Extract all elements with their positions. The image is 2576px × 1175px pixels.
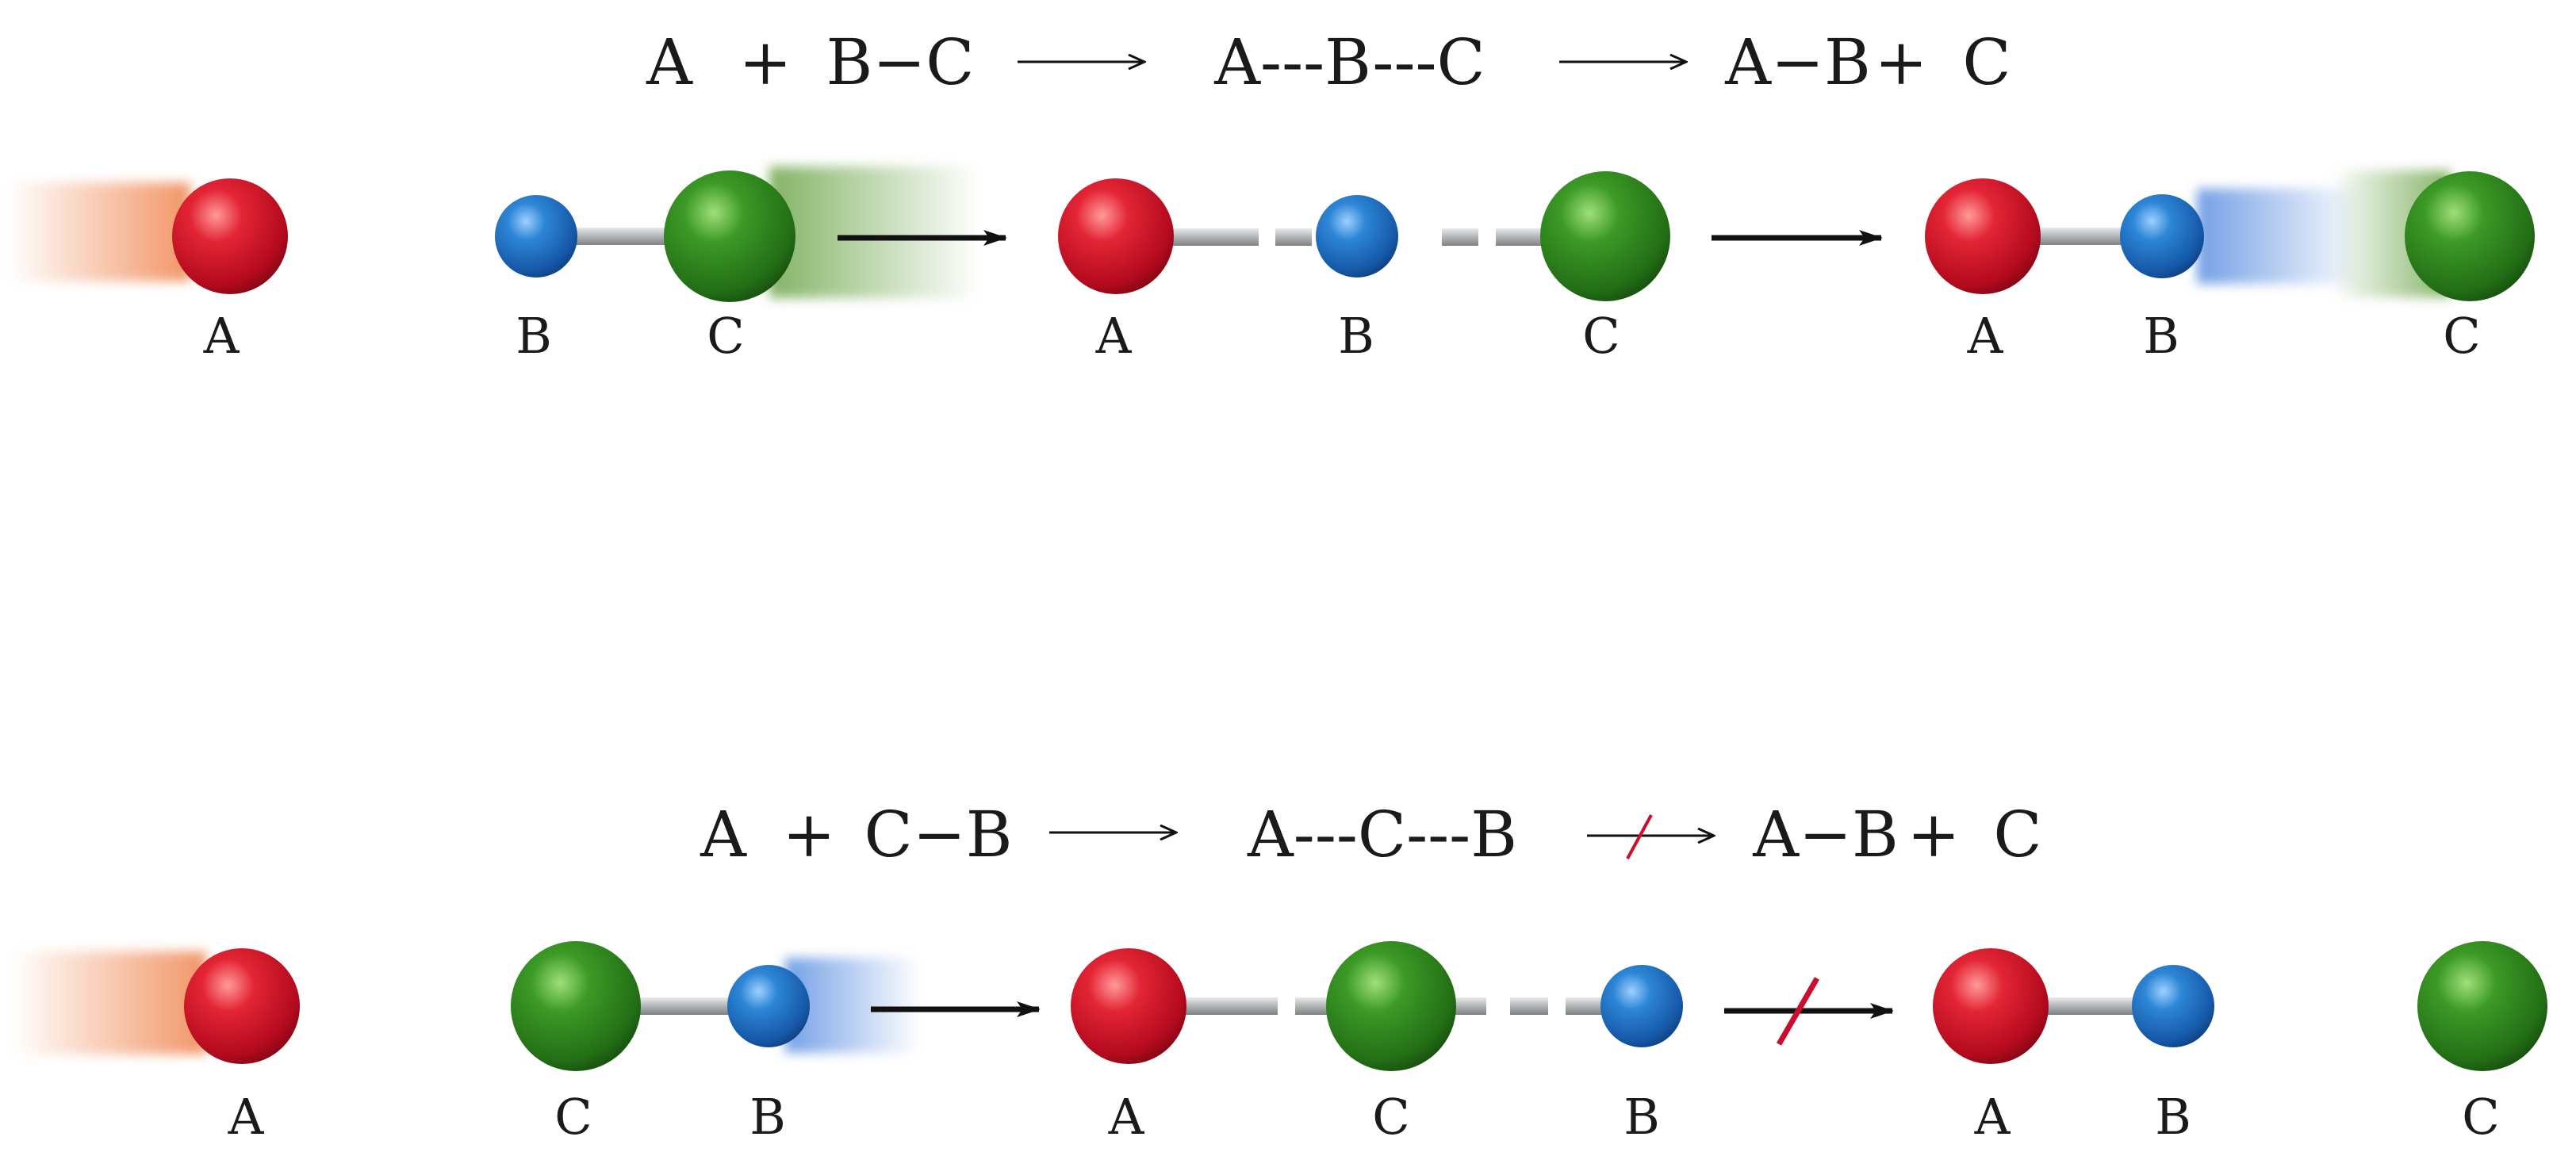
bottom-label-reactant-b: B — [749, 1088, 786, 1146]
top-eq-reactant-bc: B−C — [826, 25, 974, 99]
top-eq-plus-1: + — [738, 25, 792, 99]
bottom-label-product-b: B — [2155, 1088, 2191, 1146]
atom-a-sphere — [1071, 948, 1186, 1064]
bottom-eq-transition-state: A---C---B — [1247, 798, 1517, 871]
top-label-ts-a: A — [1095, 307, 1133, 365]
bottom-eq-product-c: C — [1993, 798, 2041, 871]
bottom-product-molecule-ab — [1933, 948, 2214, 1064]
top-eq-plus-2: + — [1874, 25, 1927, 99]
strike-mark — [1776, 977, 1820, 1046]
top-eq-transition-state: A---B---C — [1213, 25, 1485, 99]
atom-b-sphere — [2120, 194, 2204, 278]
atom-a-sphere — [1933, 948, 2049, 1064]
bottom-atom-labels: A C B A C B A B C — [228, 1088, 2500, 1146]
bottom-product-atom-c — [2417, 941, 2547, 1071]
top-eq-product-c: C — [1962, 25, 2011, 99]
motion-trail — [8, 182, 190, 281]
partial-bond-segment — [1221, 228, 1259, 246]
top-equation: A + B−C A---B---C A−B + C — [646, 25, 2011, 99]
top-label-product-a: A — [1967, 307, 2004, 365]
partial-bond-segment — [1295, 997, 1333, 1015]
partial-bond-segment — [1275, 228, 1312, 246]
bottom-label-ts-c: C — [1372, 1088, 1409, 1146]
top-label-product-c: C — [2443, 307, 2480, 365]
atom-c-sphere — [664, 170, 795, 302]
atom-a-sphere — [184, 948, 300, 1064]
motion-trail — [12, 951, 206, 1054]
top-atom-labels: A B C A B C A B C — [203, 307, 2481, 365]
partial-bond-segment — [1566, 997, 1605, 1015]
top-reactant-molecule-bc — [495, 166, 979, 302]
bottom-label-ts-a: A — [1108, 1088, 1145, 1146]
bottom-label-product-a: A — [1974, 1088, 2011, 1146]
top-eq-product-ab: A−B — [1724, 25, 1871, 99]
top-label-product-b: B — [2143, 307, 2179, 365]
atom-c-sphere — [2405, 171, 2535, 301]
atom-a-sphere — [1058, 178, 1174, 294]
bottom-label-ts-b: B — [1623, 1088, 1660, 1146]
atom-a-sphere — [1925, 178, 2041, 294]
top-label-ts-b: B — [1338, 307, 1374, 365]
top-transition-state — [1058, 171, 1670, 301]
top-product-molecule-ab — [1925, 178, 2363, 294]
atom-c-sphere — [511, 941, 641, 1071]
bottom-blocked-arrow — [1724, 977, 1894, 1046]
atom-c-sphere — [1540, 171, 1670, 301]
bottom-eq-reactant-cb: C−B — [864, 798, 1012, 871]
atom-b-sphere — [727, 965, 810, 1047]
atom-b-sphere — [2132, 965, 2214, 1047]
bottom-equation: A + C−B A---C---B A−B + C — [700, 798, 2042, 871]
strike-mark — [1626, 814, 1653, 859]
partial-bond-segment — [1496, 228, 1532, 246]
top-label-ts-c: C — [1582, 307, 1620, 365]
motion-trail — [769, 166, 979, 298]
bottom-reactant-atom-a — [12, 948, 300, 1064]
partial-bond-segment — [1442, 228, 1478, 246]
top-reactant-atom-a — [8, 178, 288, 294]
top-label-reactant-c: C — [707, 307, 744, 365]
top-label-reactant-a: A — [203, 307, 240, 365]
partial-bond-segment — [1510, 997, 1548, 1015]
atom-b-sphere — [1600, 965, 1683, 1047]
bottom-label-reactant-a: A — [228, 1088, 265, 1146]
atom-a-sphere — [172, 178, 288, 294]
top-product-atom-c — [2332, 170, 2535, 301]
atom-b-sphere — [495, 195, 577, 277]
atom-c-sphere — [2417, 941, 2547, 1071]
atom-c-sphere — [1326, 941, 1456, 1071]
bottom-eq-plus-2: + — [1907, 798, 1960, 871]
bottom-label-product-c: C — [2462, 1088, 2499, 1146]
bottom-label-reactant-c: C — [554, 1088, 592, 1146]
top-label-reactant-b: B — [516, 307, 552, 365]
atom-b-sphere — [1316, 195, 1398, 277]
bottom-eq-product-ab: A−B — [1752, 798, 1899, 871]
bottom-eq-blocked-arrow — [1587, 814, 1714, 859]
bottom-reactant-molecule-cb — [511, 941, 920, 1071]
top-eq-reactant-a: A — [646, 25, 693, 99]
bottom-eq-reactant-a: A — [700, 798, 747, 871]
partial-bond-segment — [1240, 997, 1278, 1015]
partial-bond-segment — [1450, 997, 1486, 1015]
bottom-eq-plus-1: + — [782, 798, 835, 871]
bottom-transition-state — [1071, 941, 1683, 1071]
